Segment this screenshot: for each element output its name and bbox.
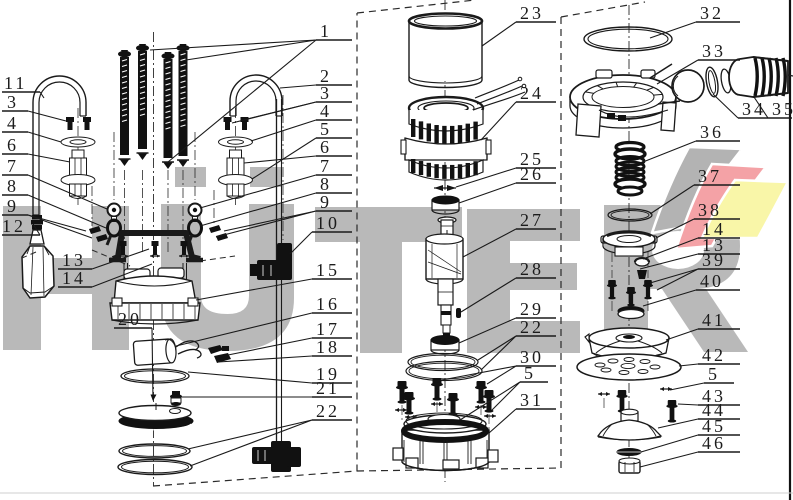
- svg-text:2: 2: [320, 66, 332, 86]
- svg-text:27: 27: [520, 210, 544, 230]
- svg-text:4: 4: [7, 113, 19, 133]
- svg-text:19: 19: [316, 364, 340, 384]
- svg-text:5: 5: [708, 364, 720, 384]
- svg-text:3: 3: [7, 92, 19, 112]
- svg-text:43: 43: [702, 386, 726, 406]
- svg-text:35: 35: [772, 99, 793, 119]
- svg-text:12: 12: [2, 216, 26, 236]
- svg-text:28: 28: [520, 259, 544, 279]
- svg-text:20: 20: [118, 309, 142, 329]
- svg-text:8: 8: [320, 174, 332, 194]
- svg-text:38: 38: [698, 200, 722, 220]
- svg-text:29: 29: [520, 299, 544, 319]
- svg-text:34: 34: [742, 99, 766, 119]
- svg-text:45: 45: [702, 416, 726, 436]
- svg-text:22: 22: [316, 401, 340, 421]
- svg-text:14: 14: [702, 219, 726, 239]
- svg-text:4: 4: [320, 101, 332, 121]
- svg-text:26: 26: [520, 164, 544, 184]
- svg-text:9: 9: [320, 192, 332, 212]
- svg-text:6: 6: [7, 135, 19, 155]
- svg-text:22: 22: [520, 317, 544, 337]
- svg-text:31: 31: [520, 390, 544, 410]
- svg-text:32: 32: [700, 3, 724, 23]
- svg-text:36: 36: [700, 122, 724, 142]
- svg-text:44: 44: [702, 400, 726, 420]
- svg-text:1: 1: [320, 21, 332, 41]
- svg-text:25: 25: [520, 149, 544, 169]
- svg-text:39: 39: [702, 250, 726, 270]
- svg-text:7: 7: [7, 156, 19, 176]
- svg-text:5: 5: [524, 363, 536, 383]
- svg-text:46: 46: [702, 433, 726, 453]
- svg-text:13: 13: [62, 250, 86, 270]
- svg-text:9: 9: [7, 196, 19, 216]
- svg-text:40: 40: [700, 271, 724, 291]
- svg-text:41: 41: [702, 310, 726, 330]
- svg-text:24: 24: [520, 83, 544, 103]
- svg-text:33: 33: [702, 41, 726, 61]
- svg-text:15: 15: [316, 260, 340, 280]
- svg-text:18: 18: [316, 337, 340, 357]
- svg-text:42: 42: [702, 345, 726, 365]
- svg-text:16: 16: [316, 294, 340, 314]
- svg-text:30: 30: [520, 347, 544, 367]
- svg-text:37: 37: [698, 166, 722, 186]
- svg-text:23: 23: [520, 3, 544, 23]
- svg-text:21: 21: [316, 378, 340, 398]
- svg-text:6: 6: [320, 137, 332, 157]
- svg-text:3: 3: [320, 83, 332, 103]
- svg-text:8: 8: [7, 176, 19, 196]
- svg-text:5: 5: [320, 119, 332, 139]
- svg-text:11: 11: [4, 73, 27, 93]
- svg-text:17: 17: [316, 319, 340, 339]
- svg-text:7: 7: [320, 156, 332, 176]
- svg-text:10: 10: [316, 213, 340, 233]
- svg-text:13: 13: [702, 235, 726, 255]
- svg-text:14: 14: [62, 268, 86, 288]
